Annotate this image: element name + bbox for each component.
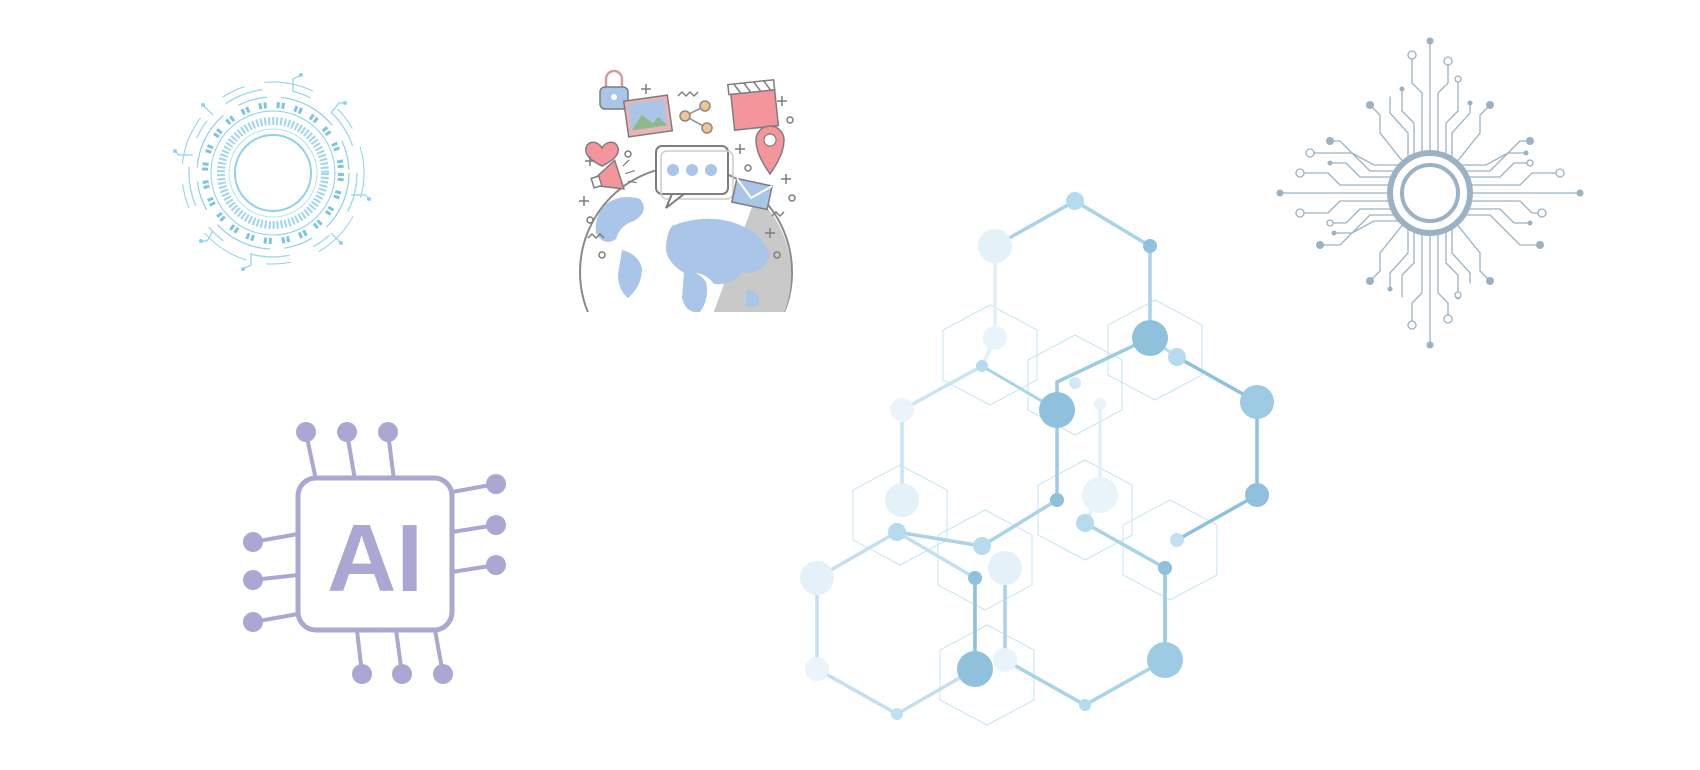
tech-ring-icon xyxy=(173,73,371,271)
ai-chip-icon: AI xyxy=(243,422,506,684)
hexagon-network-icon xyxy=(800,192,1274,726)
circuit-burst-icon xyxy=(1276,37,1584,349)
ai-chip-label: AI xyxy=(327,505,423,612)
social-globe-icon xyxy=(579,69,796,312)
